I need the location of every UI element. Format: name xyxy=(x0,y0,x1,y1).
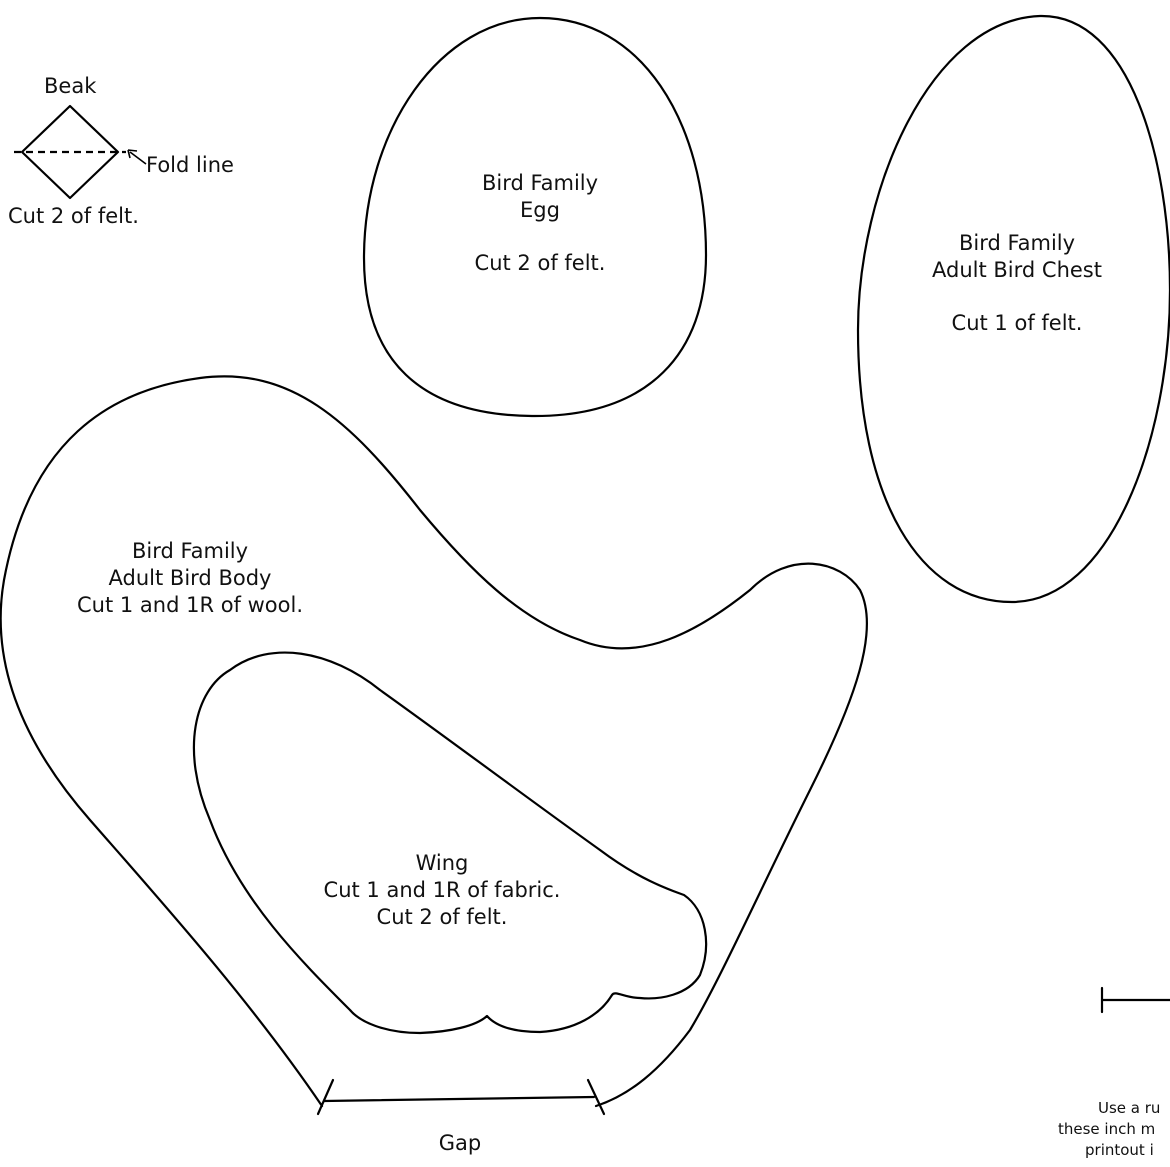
fold-arrow-shaft xyxy=(129,151,147,165)
gap-line xyxy=(322,1095,596,1103)
wing-name-label: Wing xyxy=(415,851,469,875)
gap-label: Gap xyxy=(438,1131,482,1155)
chest-family-label: Bird Family xyxy=(958,231,1076,255)
fold-line-label: Fold line xyxy=(146,153,234,177)
beak-cut-label: Cut 2 of felt. xyxy=(8,204,139,228)
gap-tick-left xyxy=(316,1078,335,1116)
wing-outline xyxy=(192,651,708,1035)
chest-cut-label: Cut 1 of felt. xyxy=(951,311,1083,335)
body-name-label: Adult Bird Body xyxy=(108,566,272,590)
ruler-note-line3: printout i xyxy=(1085,1141,1154,1159)
body-outline xyxy=(0,375,868,1108)
body-family-label: Bird Family xyxy=(131,539,249,563)
fold-arrow-head xyxy=(127,149,138,159)
ruler-note-line2: these inch m xyxy=(1058,1120,1156,1138)
egg-name-label: Egg xyxy=(520,198,560,222)
chest-name-label: Adult Bird Chest xyxy=(932,258,1102,282)
wing-cut-felt-label: Cut 2 of felt. xyxy=(376,905,508,929)
beak-outline xyxy=(20,104,120,200)
chest-outline xyxy=(856,14,1170,604)
beak-title: Beak xyxy=(44,74,97,98)
body-cut-label: Cut 1 and 1R of wool. xyxy=(76,593,304,617)
wing-label-group: Wing Cut 1 and 1R of fabric. Cut 2 of fe… xyxy=(302,850,582,931)
egg-family-label: Bird Family xyxy=(481,171,599,195)
body-label-group: Bird Family Adult Bird Body Cut 1 and 1R… xyxy=(50,538,330,619)
egg-outline xyxy=(362,16,708,418)
chest-label-group: Bird Family Adult Bird Chest Cut 1 of fe… xyxy=(902,230,1132,337)
wing-cut-fabric-label: Cut 1 and 1R of fabric. xyxy=(323,878,561,902)
egg-cut-label: Cut 2 of felt. xyxy=(474,251,606,275)
ruler-note-line1: Use a ru xyxy=(1098,1099,1161,1117)
egg-label-group: Bird Family Egg Cut 2 of felt. xyxy=(430,170,650,277)
gap-tick-right xyxy=(586,1078,606,1116)
